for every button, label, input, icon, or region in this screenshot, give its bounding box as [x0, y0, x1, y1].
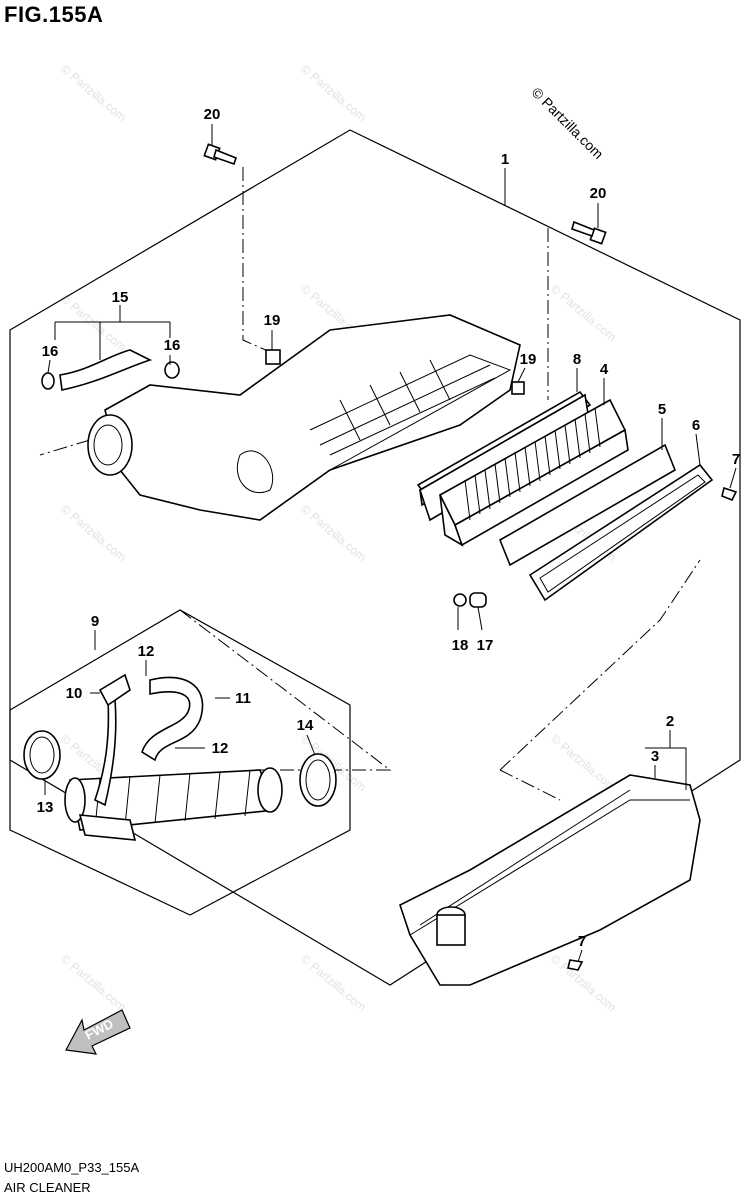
screw-7-upper	[721, 486, 738, 502]
watermark: © Partzilla.com	[58, 952, 129, 1015]
assembly-frame-hose	[9, 609, 351, 916]
watermark: © Partzilla.com	[58, 62, 129, 125]
watermark: © Partzilla.com	[298, 62, 369, 125]
outlet-hose-assembly	[64, 673, 283, 841]
callout-7: 7	[578, 933, 586, 950]
callout-labels: 20 20 1 19 19 8 4 5 6 7 15 16 16 9 12 10…	[37, 106, 741, 950]
watermark: © Partzilla.com	[298, 952, 369, 1015]
callout-9: 9	[91, 613, 99, 630]
callout-10: 10	[66, 685, 83, 702]
hose-elbow	[98, 673, 131, 707]
callout-13: 13	[37, 799, 54, 816]
breather-hose-15	[41, 349, 180, 391]
guide-line	[242, 167, 271, 353]
figure-title: FIG.155A	[4, 2, 104, 27]
guide-line	[499, 769, 561, 801]
grommet-17	[469, 592, 487, 608]
hose-clamp-13	[23, 730, 61, 780]
callout-14: 14	[297, 717, 314, 734]
callout-20: 20	[204, 106, 221, 123]
grommet-18	[453, 593, 467, 607]
callout-19: 19	[520, 351, 537, 368]
figure-code: UH200AM0_P33_155A	[4, 1160, 140, 1175]
callout-17: 17	[477, 637, 494, 654]
callout-19: 19	[264, 312, 281, 329]
screw-7-lower	[567, 959, 584, 971]
fwd-arrow: FWD	[65, 1009, 131, 1055]
callout-15: 15	[112, 289, 129, 306]
hose-11	[141, 676, 204, 762]
filter-cover-frame	[528, 463, 714, 602]
drain-tube	[436, 914, 466, 946]
bolt-20-top	[203, 143, 237, 166]
callout-20: 20	[590, 185, 607, 202]
callout-3: 3	[651, 748, 659, 765]
hose-clamp-14	[299, 753, 337, 807]
watermark: © Partzilla.com	[548, 952, 619, 1015]
watermark: © Partzilla.com	[548, 282, 619, 345]
callout-11: 11	[235, 690, 251, 707]
guide-line	[39, 439, 91, 456]
callout-1: 1	[501, 151, 509, 168]
leader-lines	[44, 124, 737, 963]
callout-4: 4	[600, 361, 609, 378]
callout-8: 8	[573, 351, 581, 368]
intake-port	[87, 414, 133, 476]
guide-line	[499, 559, 701, 771]
callout-12: 12	[138, 643, 155, 660]
screw-19-right	[511, 381, 525, 395]
figure-caption: AIR CLEANER	[4, 1180, 91, 1195]
watermark: © Partzilla.com	[548, 732, 619, 795]
callout-12: 12	[212, 740, 229, 757]
air-cleaner-case-upper	[87, 314, 521, 521]
watermark: © Partzilla.com	[298, 502, 369, 565]
callout-2: 2	[666, 713, 674, 730]
callout-6: 6	[692, 417, 700, 434]
filter-element	[438, 398, 629, 547]
callout-7: 7	[732, 451, 740, 468]
watermark: © Partzilla.com	[58, 502, 129, 565]
callout-16: 16	[42, 343, 59, 360]
air-cleaner-case-lower	[399, 774, 701, 986]
callout-18: 18	[452, 637, 469, 654]
filter-plate	[498, 443, 677, 567]
guide-line	[179, 609, 392, 771]
screw-19-left	[265, 349, 281, 365]
callout-5: 5	[658, 401, 666, 418]
callout-16: 16	[164, 337, 181, 354]
bolt-20-right	[571, 220, 607, 245]
